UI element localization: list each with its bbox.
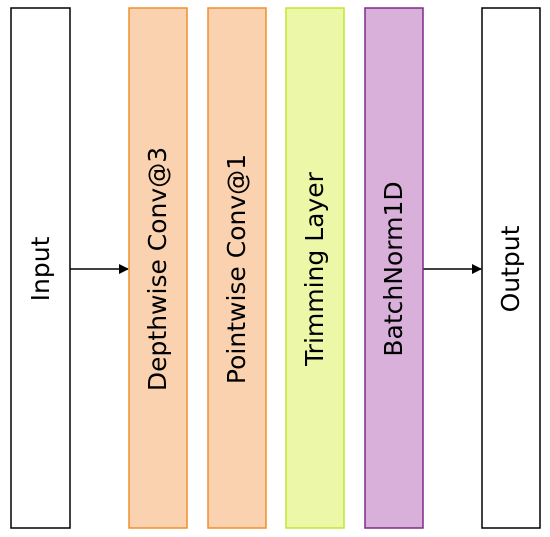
block-batchnorm: BatchNorm1D <box>364 7 424 529</box>
block-depthwise-conv: Depthwise Conv@3 <box>128 7 188 529</box>
block-pointwise-conv-label: Pointwise Conv@1 <box>222 154 251 384</box>
block-trimming-layer-label: Trimming Layer <box>300 171 329 367</box>
block-depthwise-conv-box <box>128 7 188 529</box>
block-pointwise-conv-box <box>207 7 267 529</box>
block-output: Output <box>481 7 541 529</box>
block-input-label: Input <box>26 236 55 301</box>
block-pointwise-conv: Pointwise Conv@1 <box>207 7 267 529</box>
block-depthwise-conv-label: Depthwise Conv@3 <box>143 147 172 391</box>
block-output-box <box>481 7 541 529</box>
block-input-box <box>10 7 71 529</box>
block-trimming-layer-box <box>285 7 345 529</box>
block-trimming-layer: Trimming Layer <box>285 7 345 529</box>
block-batchnorm-box <box>364 7 424 529</box>
block-batchnorm-label: BatchNorm1D <box>379 181 408 356</box>
block-input: Input <box>10 7 71 529</box>
block-output-label: Output <box>496 225 525 312</box>
